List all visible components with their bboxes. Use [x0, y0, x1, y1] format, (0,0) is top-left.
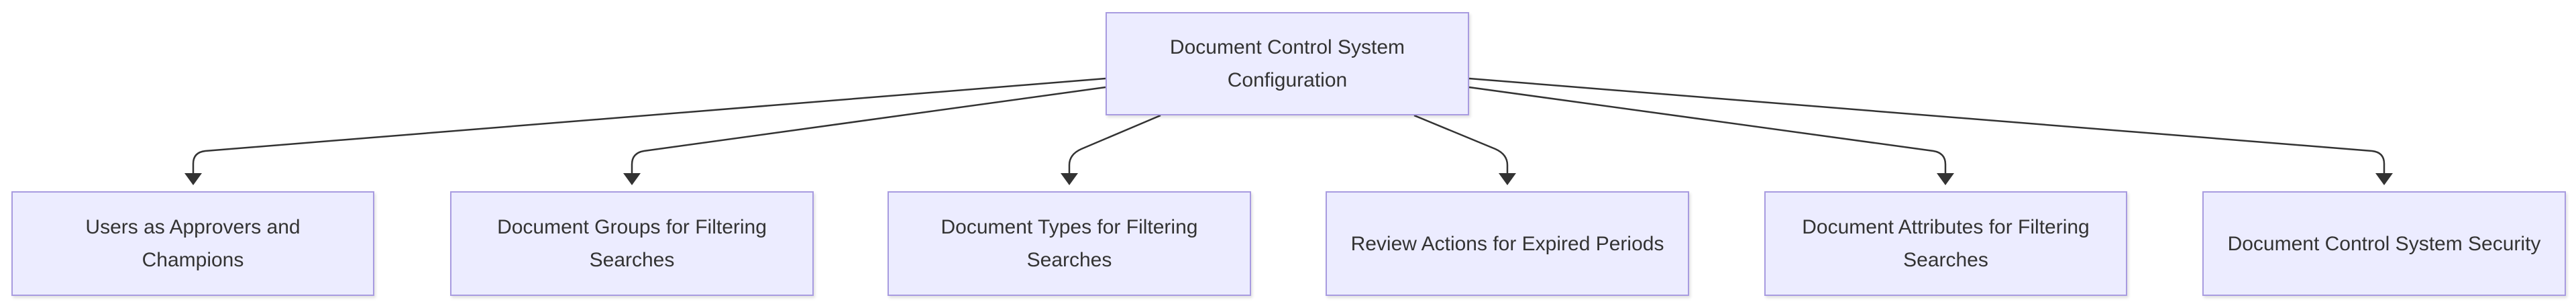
connector-line: [192, 77, 1106, 173]
node-label: Document Attributes for Filtering Search…: [1802, 216, 2090, 271]
connector-line: [631, 86, 1106, 173]
node-document-types: Document Types for Filtering Searches: [888, 191, 1251, 296]
arrowhead-icon: [2375, 173, 2393, 185]
edge-to-document-attributes: [1468, 86, 1954, 185]
node-label: Users as Approvers and Champions: [85, 216, 301, 271]
node-users-approvers-champions: Users as Approvers and Champions: [11, 191, 374, 296]
connector-line: [1468, 77, 2385, 173]
node-label: Document Types for Filtering Searches: [941, 216, 1198, 271]
node-review-actions: Review Actions for Expired Periods: [1326, 191, 1689, 296]
arrowhead-icon: [184, 173, 202, 185]
connector-line: [1068, 114, 1161, 173]
arrowhead-icon: [1499, 173, 1516, 185]
arrowhead-icon: [623, 173, 641, 185]
root-node-label: Document Control System Configuration: [1169, 36, 1405, 91]
edge-to-users-approvers: [184, 77, 1106, 185]
node-document-attributes: Document Attributes for Filtering Search…: [1764, 191, 2127, 296]
node-label: Document Groups for Filtering Searches: [497, 216, 767, 271]
connector-line: [1413, 114, 1509, 173]
edge-to-system-security: [1468, 77, 2393, 185]
root-node: Document Control System Configuration: [1106, 12, 1469, 115]
arrowhead-icon: [1937, 173, 1954, 185]
edge-to-document-groups: [623, 86, 1106, 185]
node-label: Review Actions for Expired Periods: [1350, 232, 1664, 255]
edge-to-review-actions: [1413, 114, 1516, 185]
connector-line: [1468, 86, 1947, 173]
node-label: Document Control System Security: [2227, 232, 2541, 255]
node-document-groups: Document Groups for Filtering Searches: [450, 191, 814, 296]
node-system-security: Document Control System Security: [2202, 191, 2566, 296]
edge-to-document-types: [1061, 114, 1161, 185]
arrowhead-icon: [1061, 173, 1078, 185]
